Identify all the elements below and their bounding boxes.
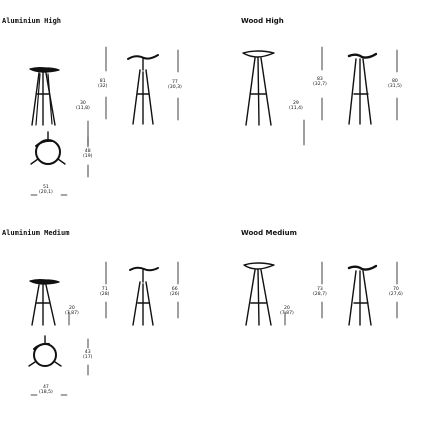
wood-medium-side-view xyxy=(347,264,378,326)
am-seat-height: 20 (7,87) xyxy=(65,306,79,316)
am-side-height: 66 (26) xyxy=(170,287,180,297)
ah-top-height: 48 (19) xyxy=(83,149,93,159)
section-title-wood-high: Wood High xyxy=(241,17,284,25)
wm-seat-height: 20 (7,87) xyxy=(280,306,294,316)
wood-high-side-view xyxy=(347,52,378,125)
aluminium-high-top-view xyxy=(30,131,89,196)
ah-base-width: 51 (20,1) xyxy=(39,185,53,195)
aluminium-high-front-view xyxy=(29,66,60,126)
wm-side-height: 70 (27,6) xyxy=(389,287,403,297)
am-top-height: 43 (17) xyxy=(83,350,93,360)
wood-high-front-view xyxy=(242,50,275,126)
ah-side-height: 77 (30,3) xyxy=(168,80,182,90)
ah-seat-height: 30 (11,8) xyxy=(76,101,90,111)
aluminium-medium-side-view xyxy=(129,266,159,326)
ah-front-height: 81 (32) xyxy=(98,79,108,89)
section-title-aluminium-high: Aluminium High xyxy=(2,17,62,25)
wm-front-height: 73 (28,7) xyxy=(313,287,327,297)
am-front-height: 71 (28) xyxy=(100,287,110,297)
aluminium-medium-top-view xyxy=(28,335,89,396)
wh-front-height: 83 (32,7) xyxy=(313,77,327,87)
wh-seat-height: 29 (11,4) xyxy=(289,101,303,111)
section-title-aluminium-medium: Aluminium Medium xyxy=(2,229,70,237)
wood-medium-front-view xyxy=(243,262,275,326)
section-title-wood-medium: Wood Medium xyxy=(241,229,297,237)
aluminium-high-side-view xyxy=(127,54,159,125)
wh-side-height: 80 (31,5) xyxy=(388,79,402,89)
aluminium-medium-front-view xyxy=(29,278,60,326)
am-base-width: 47 (18,5) xyxy=(39,385,53,395)
